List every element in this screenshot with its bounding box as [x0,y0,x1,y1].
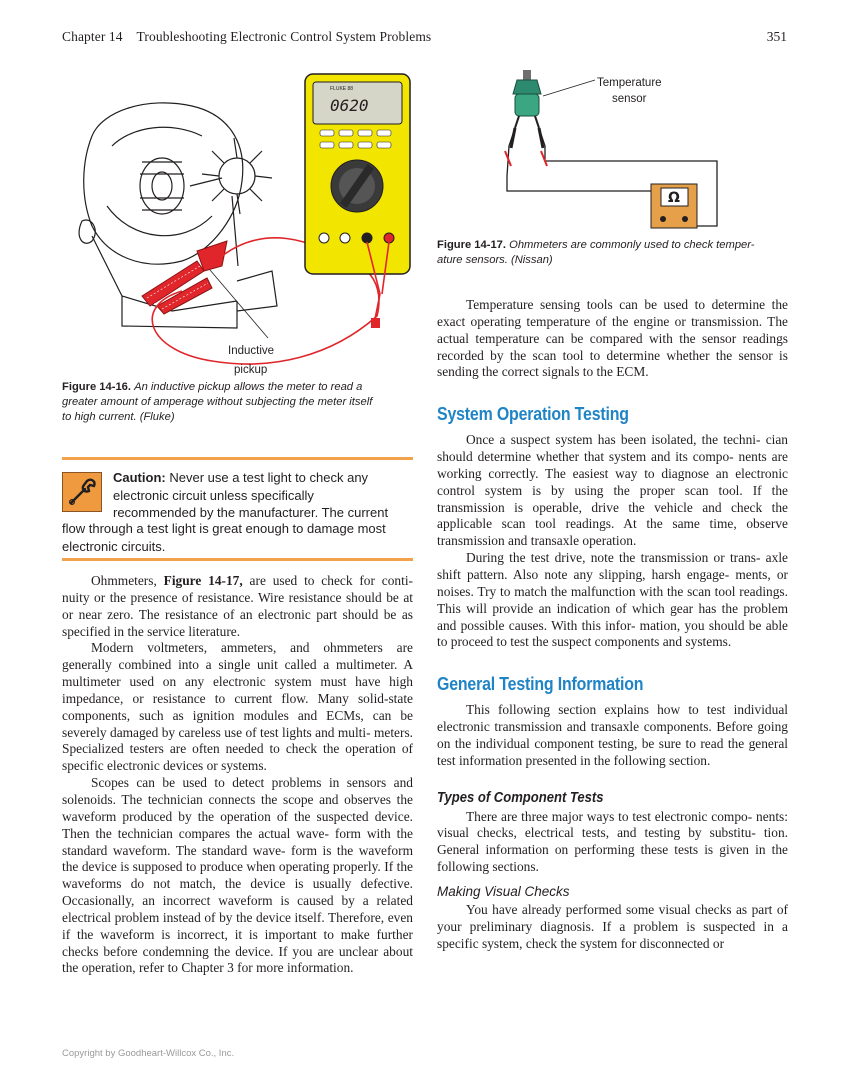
caution-text: electronic circuits. [62,538,166,554]
paragraph: You have already performed some visual c… [437,901,788,951]
inductive-callout-line2: pickup [234,364,267,376]
paragraph: During the test drive, note the transmis… [437,550,788,650]
left-body-text: Ohmmeters, Figure 14-17, are used to che… [62,573,413,977]
paragraph: Once a suspect system has been isolated,… [437,432,788,549]
caption-line: to high current. (Fluke) [62,411,175,423]
inductive-pickup [141,240,228,315]
temperature-sensor [512,70,542,129]
meter-display: 0620 [330,96,369,115]
heading-making-visual-checks: Making Visual Checks [437,883,570,899]
meter-jacks [318,232,395,244]
ohmmeter: Ω [650,183,698,229]
chapter-title: Chapter 14 Troubleshooting Electronic Co… [62,29,431,49]
sensor-callout-line1: Temperature [597,77,662,89]
sensor-callout-line2: sensor [612,93,647,105]
caution-box: Caution: Never use a test light to check… [62,457,413,561]
paragraph: Ohmmeters, Figure 14-17, are used to che… [62,573,413,640]
caption-line: An inductive pickup allows the meter to … [134,381,363,393]
paragraph: There are three major ways to test elect… [437,808,788,875]
wrench-icon [62,472,102,512]
caution-text: flow through a test light is great enoug… [62,521,386,536]
figure-reference: Figure 14-17, [163,573,243,588]
page-number: 351 [766,29,787,44]
paragraph-text: Ohmmeters, [91,573,164,588]
caution-text: recommended by the manufacturer. The cur… [113,505,389,520]
paragraph-text: are used to check for conti- nuity or th… [62,573,413,639]
caution-label: Caution: [113,470,166,485]
figure-14-16-illustration: FLUKE 88 0620 Inductive pickup [78,73,411,376]
paragraph: This following section explains how to t… [437,702,788,768]
heading-general-testing-information: General Testing Information [437,673,644,695]
figure-14-17-illustration: Temperature sensor Ω [504,70,718,229]
figure-number: Figure 14-17. [437,239,507,251]
caution-text: electronic circuit unless specifically [113,487,314,503]
right-body-text: Temperature sensing tools can be used to… [437,297,788,952]
caption-line: Ohmmeters are commonly used to check tem… [509,239,755,251]
heading-types-of-component-tests: Types of Component Tests [437,789,604,806]
figure-number: Figure 14-16. [62,381,132,393]
caption-line: ature sensors. (Nissan) [437,254,553,266]
meter-buttons [319,129,392,149]
meter-brand: FLUKE 88 [330,86,353,92]
figure-14-16-caption: Figure 14-16. An inductive pickup allows… [62,380,413,425]
figure-14-17-caption: Figure 14-17. Ohmmeters are commonly use… [437,238,788,268]
caution-text: Never use a test light to check any [169,470,369,485]
inductive-callout-line1: Inductive [228,345,274,357]
paragraph: Scopes can be used to detect problems in… [62,775,413,976]
heading-system-operation-testing: System Operation Testing [437,403,629,425]
paragraph: Modern voltmeters, ammeters, and ohmmete… [62,640,413,774]
caption-line: greater amount of amperage without subje… [62,396,373,408]
engine-sketch [78,102,278,329]
multimeter: FLUKE 88 0620 [304,73,411,328]
chapter-name: Troubleshooting Electronic Control Syste… [136,29,432,44]
paragraph: Temperature sensing tools can be used to… [437,297,788,380]
chapter-number: Chapter 14 [62,29,123,44]
running-header: Chapter 14 Troubleshooting Electronic Co… [62,29,787,49]
copyright-footer: Copyright by Goodheart-Willcox Co., Inc. [62,1048,235,1059]
ohm-symbol: Ω [668,190,680,206]
